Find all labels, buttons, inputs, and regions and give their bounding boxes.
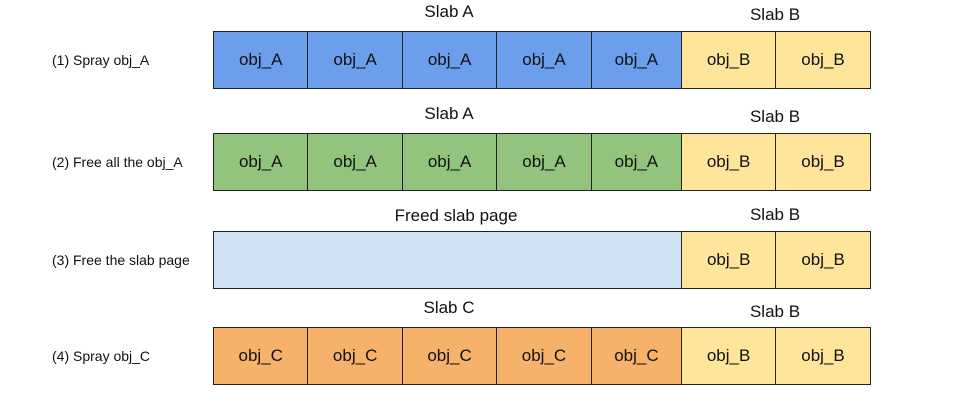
obj-c-cell: obj_C <box>402 328 498 384</box>
obj-c-cell: obj_C <box>497 328 592 384</box>
obj-a-cell: obj_A <box>308 134 403 190</box>
obj-a-cell: obj_A <box>214 32 309 88</box>
step-label: (1) Spray obj_A <box>52 52 150 68</box>
memory-bar: obj_C obj_C obj_C obj_C obj_C obj_B obj_… <box>213 327 871 385</box>
obj-a-cell: obj_A <box>591 32 683 88</box>
step-label: (3) Free the slab page <box>52 252 190 268</box>
obj-b-cell: obj_B <box>682 328 777 384</box>
freed-slab-page-title: Freed slab page <box>394 206 518 225</box>
obj-b-cell: obj_B <box>776 32 870 88</box>
obj-b-cell: obj_B <box>776 328 870 384</box>
slab-b-title: Slab B <box>749 107 801 126</box>
obj-a-cell: obj_A <box>214 134 309 190</box>
slab-b-title: Slab B <box>749 205 801 224</box>
slab-a-title: Slab A <box>424 104 474 123</box>
obj-a-cell: obj_A <box>402 32 498 88</box>
slab-a-title: Slab A <box>424 2 474 21</box>
memory-bar: obj_A obj_A obj_A obj_A obj_A obj_B obj_… <box>213 31 871 89</box>
obj-b-cell: obj_B <box>776 232 870 288</box>
obj-b-cell: obj_B <box>682 232 777 288</box>
memory-bar: obj_A obj_A obj_A obj_A obj_A obj_B obj_… <box>213 133 871 191</box>
step-label: (4) Spray obj_C <box>52 348 151 364</box>
step-label: (2) Free all the obj_A <box>52 154 183 170</box>
slab-b-title: Slab B <box>749 5 801 24</box>
memory-bar: obj_B obj_B <box>213 231 871 289</box>
obj-a-cell: obj_A <box>308 32 403 88</box>
obj-a-cell: obj_A <box>497 32 592 88</box>
obj-a-cell: obj_A <box>402 134 498 190</box>
slab-c-title: Slab C <box>423 298 475 317</box>
obj-c-cell: obj_C <box>214 328 309 384</box>
freed-slab-page <box>214 232 683 288</box>
obj-b-cell: obj_B <box>682 32 777 88</box>
obj-b-cell: obj_B <box>682 134 777 190</box>
obj-a-cell: obj_A <box>591 134 683 190</box>
obj-c-cell: obj_C <box>591 328 683 384</box>
obj-b-cell: obj_B <box>776 134 870 190</box>
slab-b-title: Slab B <box>749 302 801 321</box>
obj-c-cell: obj_C <box>308 328 403 384</box>
obj-a-cell: obj_A <box>497 134 592 190</box>
